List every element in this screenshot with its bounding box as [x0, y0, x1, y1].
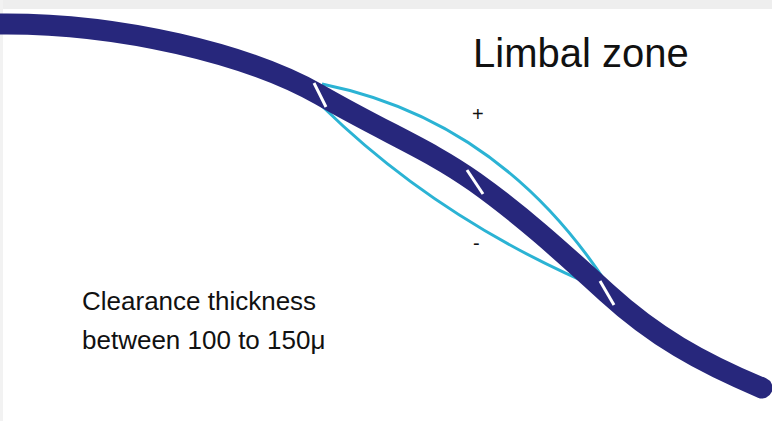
- zone-marker: [600, 281, 614, 305]
- lens-band: [0, 24, 762, 388]
- zone-marker: [314, 83, 326, 107]
- plus-sign: +: [472, 103, 502, 125]
- top-band: [0, 0, 772, 9]
- minus-sign: -: [473, 232, 503, 254]
- zone-marker: [467, 170, 483, 194]
- left-band: [0, 0, 3, 421]
- clearance-note: Clearance thickness between 100 to 150μ: [82, 282, 372, 360]
- zone-title: Limbal zone: [473, 30, 763, 76]
